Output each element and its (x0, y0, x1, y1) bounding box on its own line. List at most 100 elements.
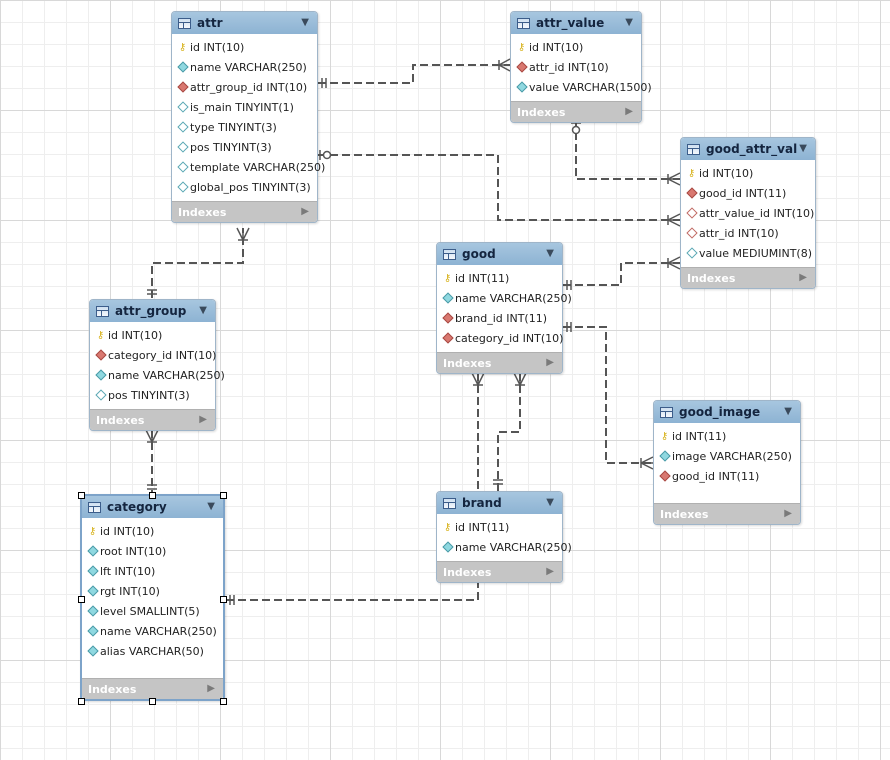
column-row[interactable]: value VARCHAR(1500) (511, 77, 652, 97)
chevron-down-icon[interactable]: ▼ (207, 501, 215, 512)
column-row[interactable]: name VARCHAR(250) (82, 621, 223, 641)
column-row[interactable]: ⚷id INT(11) (437, 268, 562, 288)
chevron-right-icon[interactable]: ▶ (625, 106, 633, 117)
column-row[interactable]: ⚷id INT(11) (437, 517, 562, 537)
chevron-down-icon[interactable]: ▼ (799, 143, 807, 154)
relationship-attr_group-attr[interactable] (151, 228, 244, 298)
column-row[interactable]: good_id INT(11) (654, 466, 800, 486)
column-row[interactable]: ⚷id INT(10) (681, 163, 815, 183)
column-row[interactable]: is_main TINYINT(1) (172, 97, 317, 117)
resize-handle-bottom-left[interactable] (78, 698, 85, 705)
column-row[interactable]: ⚷id INT(10) (90, 325, 215, 345)
relationship-brand-good-b[interactable] (497, 373, 521, 491)
column-list: ⚷id INT(10)good_id INT(11)attr_value_id … (681, 160, 815, 267)
column-row[interactable]: image VARCHAR(250) (654, 446, 800, 466)
column-row[interactable]: good_id INT(11) (681, 183, 815, 203)
resize-handle-left[interactable] (78, 596, 85, 603)
table-good[interactable]: good ▼ ⚷id INT(11)name VARCHAR(250)brand… (436, 242, 572, 374)
table-name: attr_group (115, 304, 187, 318)
table-attr_value[interactable]: attr_value ▼ ⚷id INT(10)attr_id INT(10)v… (510, 11, 652, 123)
table-category[interactable]: category ▼ ⚷id INT(10)root INT(10)lft IN… (80, 494, 225, 701)
table-header[interactable]: attr_value ▼ (511, 12, 641, 34)
chevron-right-icon[interactable]: ▶ (784, 508, 792, 519)
column-row[interactable]: name VARCHAR(250) (437, 288, 572, 308)
table-name: attr (197, 16, 223, 30)
resize-handle-right[interactable] (220, 596, 227, 603)
indexes-section[interactable]: Indexes ▶ (437, 352, 562, 373)
column-row[interactable]: brand_id INT(11) (437, 308, 562, 328)
chevron-down-icon[interactable]: ▼ (546, 497, 554, 508)
column-row[interactable]: ⚷id INT(11) (654, 426, 800, 446)
column-row[interactable]: type TINYINT(3) (172, 117, 317, 137)
table-header[interactable]: brand ▼ (437, 492, 562, 514)
table-good_attr_val[interactable]: good_attr_val ▼ ⚷id INT(10)good_id INT(1… (680, 137, 816, 289)
chevron-down-icon[interactable]: ▼ (546, 248, 554, 259)
chevron-right-icon[interactable]: ▶ (546, 566, 554, 577)
indexes-label: Indexes (443, 565, 492, 579)
table-attr[interactable]: attr ▼ ⚷id INT(10)name VARCHAR(250)attr_… (171, 11, 325, 223)
column-row[interactable]: attr_value_id INT(10) (681, 203, 815, 223)
chevron-right-icon[interactable]: ▶ (199, 414, 207, 425)
table-brand[interactable]: brand ▼ ⚷id INT(11)name VARCHAR(250) Ind… (436, 491, 572, 583)
table-good_image[interactable]: good_image ▼ ⚷id INT(11)image VARCHAR(25… (653, 400, 801, 525)
resize-handle-top-left[interactable] (78, 492, 85, 499)
chevron-right-icon[interactable]: ▶ (207, 683, 215, 694)
chevron-down-icon[interactable]: ▼ (199, 305, 207, 316)
table-header[interactable]: good_attr_val ▼ (681, 138, 815, 160)
chevron-right-icon[interactable]: ▶ (301, 206, 309, 217)
chevron-down-icon[interactable]: ▼ (784, 406, 792, 417)
column-row[interactable]: pos TINYINT(3) (172, 137, 317, 157)
column-row[interactable]: alias VARCHAR(50) (82, 641, 223, 661)
column-row[interactable]: pos TINYINT(3) (90, 385, 215, 405)
relationship-attr_value-good_attr_val[interactable] (575, 120, 680, 180)
indexes-section[interactable]: Indexes ▶ (82, 678, 223, 699)
column-row[interactable]: name VARCHAR(250) (437, 537, 572, 557)
column-row[interactable]: attr_id INT(10) (511, 57, 641, 77)
column-icon (86, 605, 99, 617)
column-row[interactable]: rgt INT(10) (82, 581, 223, 601)
column-text: category_id INT(10) (108, 348, 217, 362)
table-name: brand (462, 496, 502, 510)
column-row[interactable]: value MEDIUMINT(8) (681, 243, 815, 263)
column-row[interactable]: attr_group_id INT(10) (172, 77, 317, 97)
resize-handle-top[interactable] (149, 492, 156, 499)
table-header[interactable]: good ▼ (437, 243, 562, 265)
column-row[interactable]: ⚷id INT(10) (511, 37, 641, 57)
resize-handle-bottom[interactable] (149, 698, 156, 705)
indexes-section[interactable]: Indexes ▶ (90, 409, 215, 430)
column-row[interactable]: ⚷id INT(10) (172, 37, 317, 57)
resize-handle-bottom-right[interactable] (220, 698, 227, 705)
indexes-section[interactable]: Indexes ▶ (511, 101, 641, 122)
column-row[interactable]: attr_id INT(10) (681, 223, 815, 243)
chevron-down-icon[interactable]: ▼ (625, 17, 633, 28)
column-row[interactable]: level SMALLINT(5) (82, 601, 223, 621)
column-row[interactable]: lft INT(10) (82, 561, 223, 581)
column-row[interactable]: name VARCHAR(250) (90, 365, 225, 385)
column-row[interactable]: root INT(10) (82, 541, 223, 561)
indexes-section[interactable]: Indexes ▶ (681, 267, 815, 288)
relationship-attr-attr_value[interactable] (318, 64, 511, 84)
column-row[interactable]: ⚷id INT(10) (82, 521, 223, 541)
indexes-section[interactable]: Indexes ▶ (654, 503, 800, 524)
table-attr_group[interactable]: attr_group ▼ ⚷id INT(10) category_id INT(… (89, 299, 225, 431)
chevron-down-icon[interactable]: ▼ (301, 17, 309, 28)
table-header[interactable]: attr ▼ (172, 12, 317, 34)
column-row[interactable]: category_id INT(10) (90, 345, 217, 365)
table-header[interactable]: category ▼ (82, 496, 223, 518)
relationship-good-good_attr_val[interactable] (563, 262, 680, 286)
relationship-attr-good_attr_val[interactable] (318, 154, 680, 221)
column-row[interactable]: global_pos TINYINT(3) (172, 177, 317, 197)
chevron-right-icon[interactable]: ▶ (546, 357, 554, 368)
table-header[interactable]: attr_group ▼ (90, 300, 215, 322)
relationship-category-good[interactable] (226, 581, 479, 601)
table-header[interactable]: good_image ▼ (654, 401, 800, 423)
column-row[interactable]: category_id INT(10) (437, 328, 563, 348)
indexes-section[interactable]: Indexes ▶ (172, 201, 317, 222)
indexes-section[interactable]: Indexes ▶ (437, 561, 562, 582)
resize-handle-top-right[interactable] (220, 492, 227, 499)
column-row[interactable]: name VARCHAR(250) (172, 57, 317, 77)
chevron-right-icon[interactable]: ▶ (799, 272, 807, 283)
column-row[interactable]: template VARCHAR(250) (172, 157, 325, 177)
relationship-good-good_image[interactable] (563, 326, 653, 464)
column-icon (441, 541, 454, 553)
